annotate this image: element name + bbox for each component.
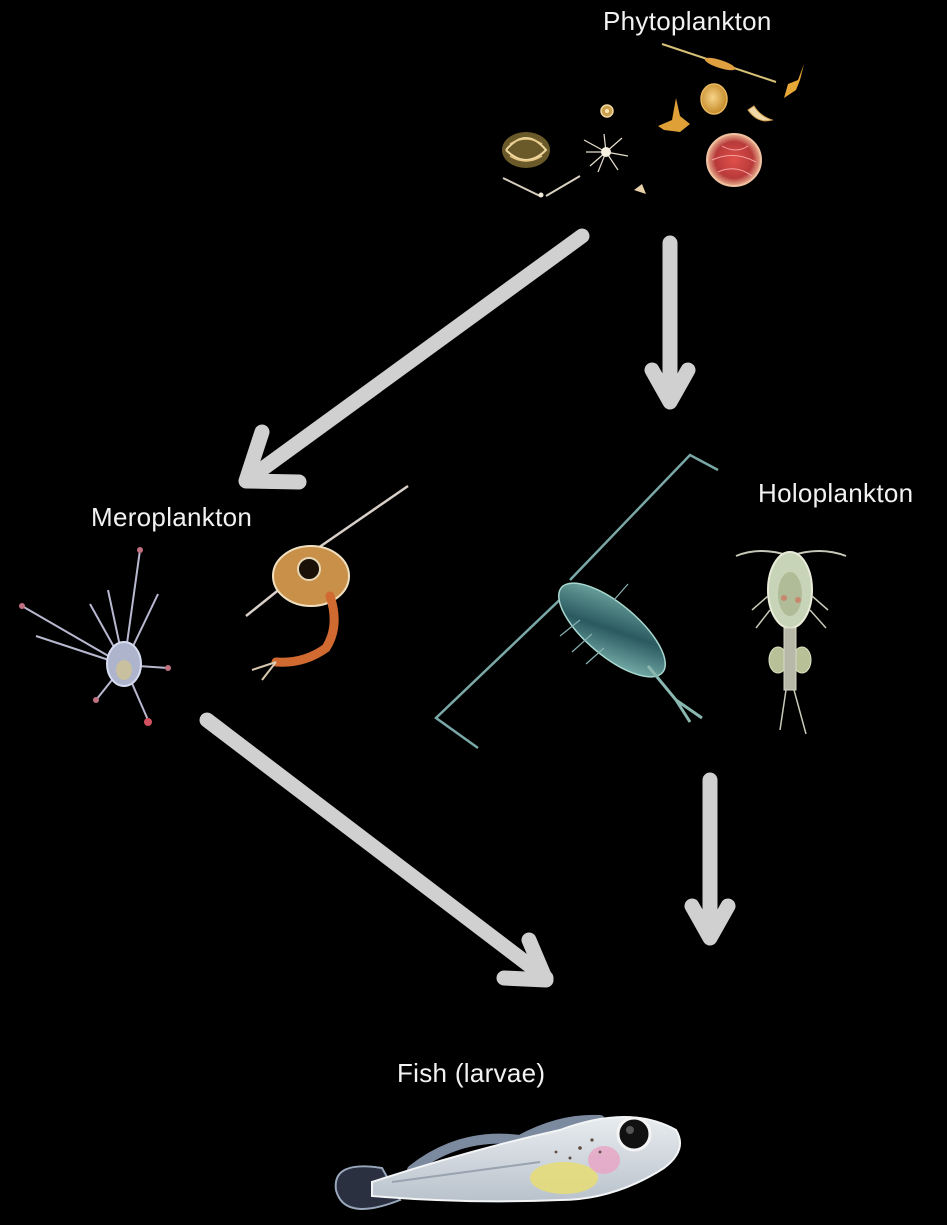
- hydroid-larva-icon: [19, 547, 171, 726]
- arrow-mero-to-fish: [207, 720, 546, 980]
- phytoplankton-label: Phytoplankton: [603, 6, 772, 37]
- zoea-larva-icon: [246, 486, 408, 680]
- copepod-icon: [436, 455, 718, 748]
- fish-larvae-label: Fish (larvae): [397, 1058, 545, 1089]
- arrow-phyto-to-holo: [652, 243, 688, 402]
- phytoplankton-cluster-icon: [502, 44, 804, 198]
- meroplankton-label: Meroplankton: [91, 502, 252, 533]
- cyclopoid-icon: [736, 551, 846, 734]
- arrow-phyto-to-mero: [246, 236, 582, 482]
- arrow-holo-to-fish: [692, 780, 728, 938]
- fish-larva-icon: [336, 1117, 680, 1209]
- holoplankton-label: Holoplankton: [758, 478, 913, 509]
